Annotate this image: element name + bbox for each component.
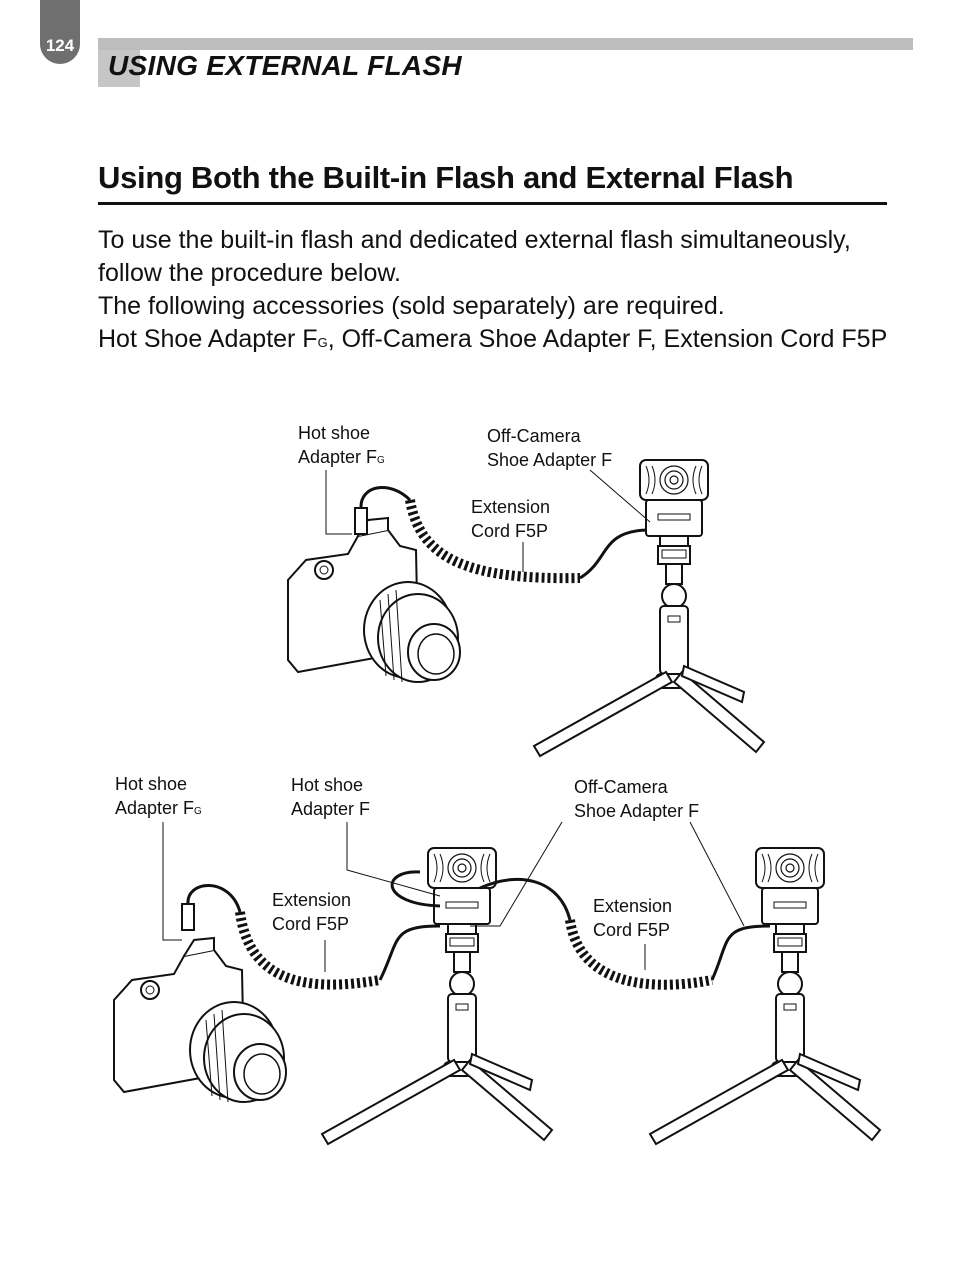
label-line: Cord F5P	[471, 521, 549, 541]
label-off-camera-shoe-adapter-1: Off-Camera Shoe Adapter F	[487, 424, 612, 472]
tripod-flash-2	[321, 847, 553, 1145]
label-line: Extension	[471, 497, 551, 517]
hot-shoe-adapter-fg-2	[181, 903, 195, 931]
label-text: Adapter F	[115, 798, 195, 818]
intro-paragraph-2: The following accessories (sold separate…	[98, 292, 725, 320]
page-number-tab	[40, 0, 80, 64]
leader-hotshoe-fg-2	[162, 822, 182, 941]
leader-hotshoe-fg-1	[325, 470, 352, 535]
label-line: Shoe Adapter F	[574, 801, 700, 821]
label-line: Adapter FG	[115, 796, 202, 824]
page-number: 124	[45, 36, 75, 55]
cable-1b	[579, 528, 651, 580]
extension-cord-coil-2a	[235, 911, 381, 990]
cable-2d	[479, 877, 572, 921]
cable-2e	[710, 924, 771, 981]
accessory-hot-shoe-sub: G	[317, 335, 328, 350]
label-line: Extension	[593, 896, 673, 916]
label-subscript: G	[194, 806, 202, 817]
cable-2b	[378, 924, 441, 981]
label-extension-cord-1: Extension Cord F5P	[471, 495, 550, 543]
header-rule	[98, 38, 913, 50]
label-line: Off-Camera	[574, 777, 668, 797]
label-off-camera-shoe-adapter-2: Off-Camera Shoe Adapter F	[574, 775, 699, 823]
label-hot-shoe-adapter-f-2: Hot shoe Adapter F	[291, 773, 370, 821]
label-line: Cord F5P	[593, 920, 671, 940]
label-line: Extension	[272, 890, 352, 910]
label-line: Cord F5P	[272, 914, 350, 934]
tripod-flash-3	[649, 847, 881, 1145]
page-title: Using Both the Built-in Flash and Extern…	[98, 160, 794, 195]
tripod-flash-1	[533, 459, 765, 757]
label-text: Adapter F	[298, 447, 378, 467]
intro-text: To use the built-in flash and dedicated …	[98, 224, 888, 359]
figure-1	[287, 459, 765, 757]
hot-shoe-adapter-fg-1	[354, 507, 368, 535]
accessory-hot-shoe-prefix: Hot Shoe Adapter F	[98, 325, 318, 353]
intro-paragraph-1: To use the built-in flash and dedicated …	[98, 226, 851, 287]
label-line: Hot shoe	[298, 423, 371, 443]
label-extension-cord-2b: Extension Cord F5P	[593, 894, 672, 942]
leader-offcamera-2b	[689, 821, 745, 927]
header-accent-block	[98, 50, 140, 87]
leader-hotshoe-f-2	[346, 822, 441, 897]
extension-cord-coil-1	[405, 499, 581, 584]
section-title: USING EXTERNAL FLASH	[108, 50, 462, 81]
accessory-rest: , Off-Camera Shoe Adapter F, Extension C…	[327, 325, 888, 353]
figure-2	[113, 821, 881, 1145]
label-line: Adapter F	[291, 799, 371, 819]
label-line: Off-Camera	[487, 426, 581, 446]
label-hot-shoe-adapter-fg-2: Hot shoe Adapter FG	[115, 772, 202, 824]
accessories-list: Hot Shoe Adapter FG, Off-Camera Shoe Ada…	[98, 323, 888, 359]
label-extension-cord-2a: Extension Cord F5P	[272, 888, 351, 936]
cable-2a	[186, 884, 242, 913]
label-line: Shoe Adapter F	[487, 450, 613, 470]
label-line: Hot shoe	[115, 774, 188, 794]
leader-offcamera-1	[589, 469, 651, 523]
leader-offcamera-2a	[470, 821, 563, 927]
label-subscript: G	[377, 455, 385, 466]
title-underline	[98, 202, 887, 205]
cable-1a	[359, 486, 412, 509]
cable-2c	[390, 870, 441, 908]
label-hot-shoe-adapter-fg-1: Hot shoe Adapter FG	[298, 421, 385, 473]
label-line: Hot shoe	[291, 775, 364, 795]
label-line: Adapter FG	[298, 445, 385, 473]
